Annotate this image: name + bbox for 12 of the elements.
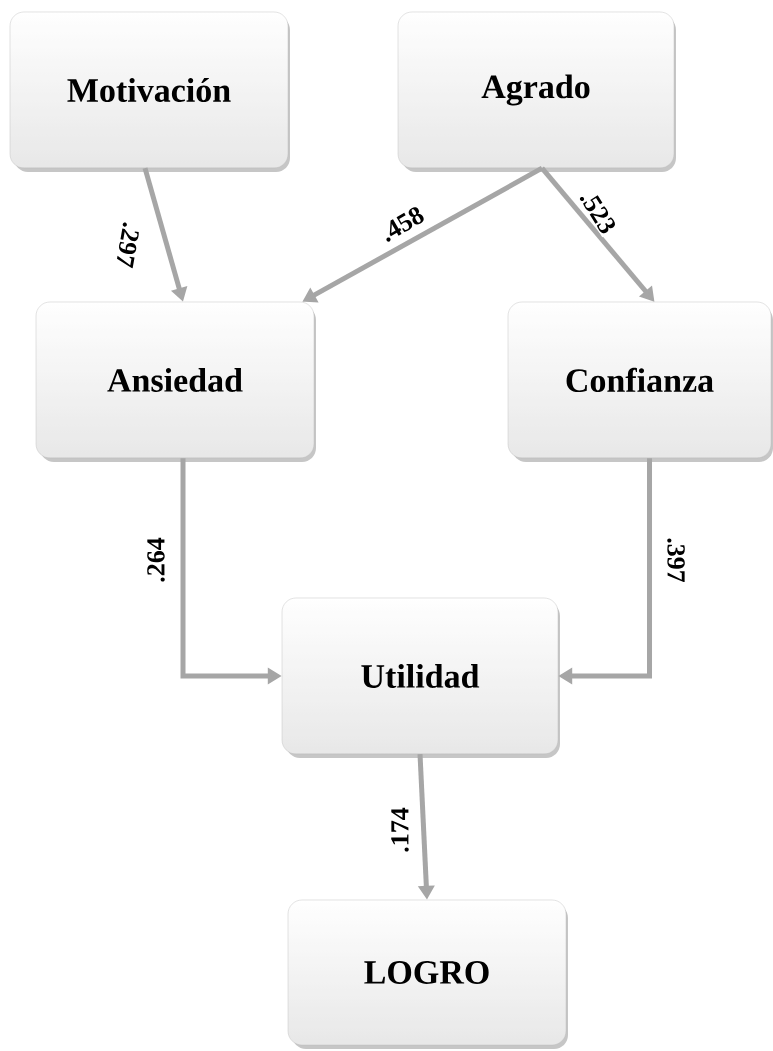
edge-label: .297 [114,219,142,271]
node-box: Motivación [9,11,289,169]
node-box: Ansiedad [35,301,315,459]
edge-label: .174 [390,806,410,854]
node-box: Confianza [507,301,772,459]
node-box: LOGRO [287,899,567,1046]
edge-label: .264 [146,536,166,584]
node-box: Utilidad [281,597,559,755]
edge-label: .523 [577,186,619,238]
edge-label: .458 [376,203,428,245]
node-box: Agrado [397,11,675,169]
edge-label: .397 [666,536,686,584]
